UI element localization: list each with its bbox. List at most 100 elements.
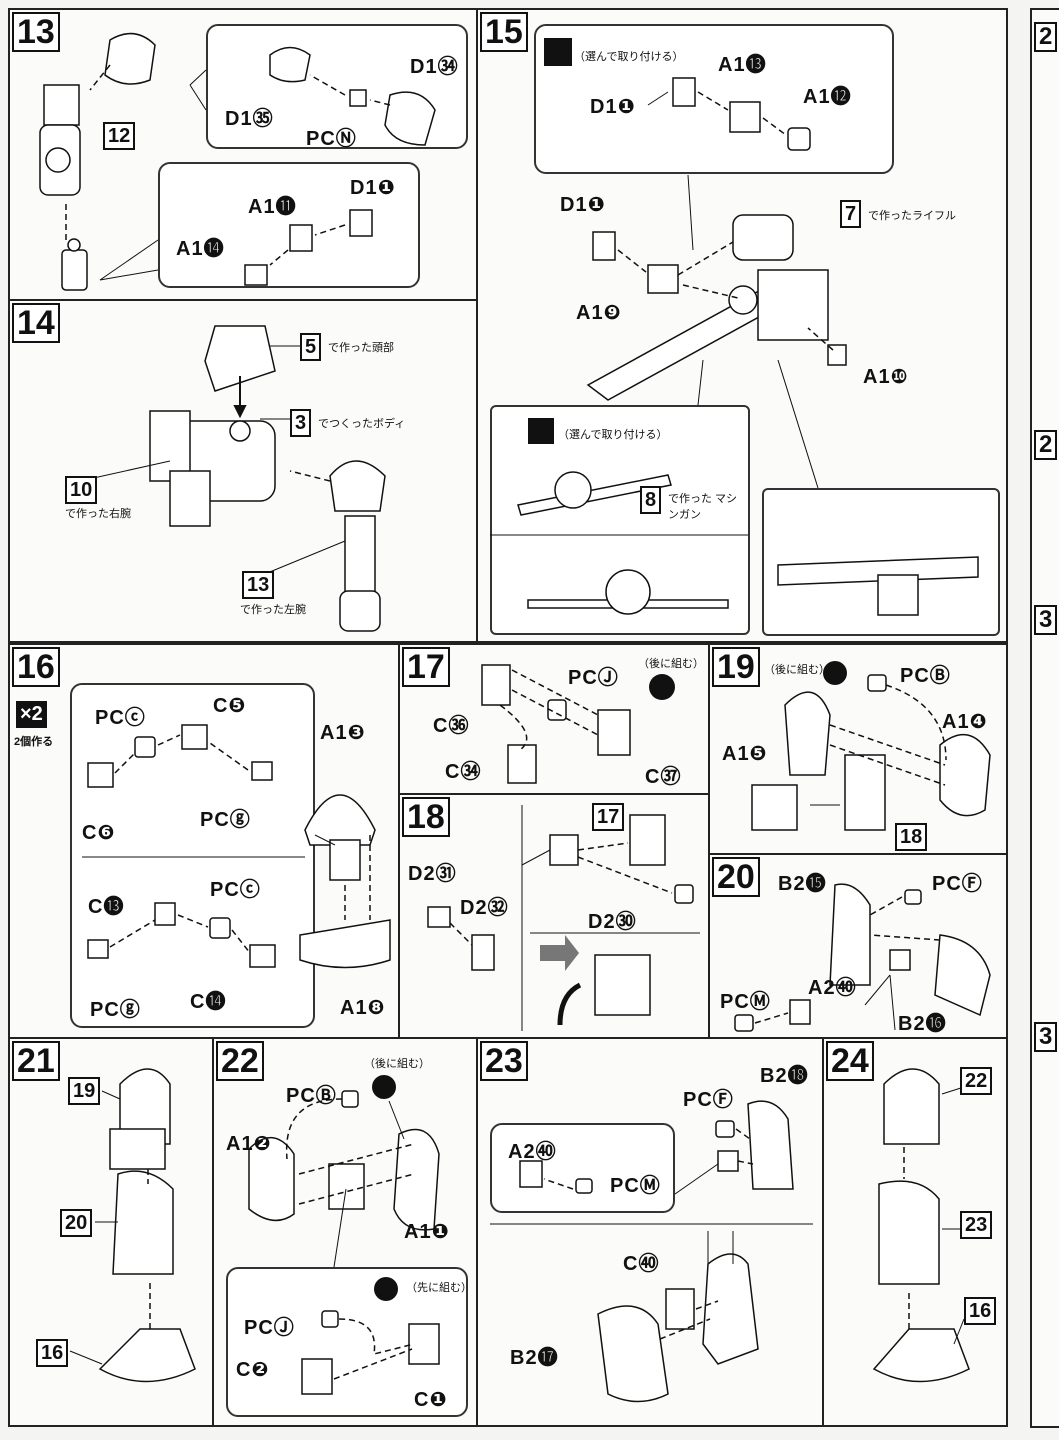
ref-step-7: 7: [840, 200, 862, 228]
label-a1-12: A1⓬: [803, 86, 852, 108]
label-pc-c-a: PCⓒ: [95, 707, 146, 729]
label-pc-b: PCⒷ: [900, 665, 951, 687]
choose-attach-note-2: （選んで取り付ける）: [558, 429, 668, 441]
ref-step-16: 16: [964, 1297, 997, 1325]
choose-attach-note: （選んで取り付ける）: [574, 51, 684, 63]
ref-step-16: 16: [36, 1339, 69, 1367]
ref-step-20: 20: [60, 1209, 93, 1237]
label-pc-f: PCⒻ: [932, 873, 983, 895]
assembly-illustration: [79, 325, 386, 632]
step-number: 17: [402, 647, 450, 687]
step-number: 15: [480, 12, 528, 52]
detail-callout: [158, 162, 420, 288]
label-a1-4: A1❹: [942, 711, 988, 733]
label-a1-10: A1❿: [863, 366, 909, 388]
step-20-panel: 20 B2⓯ PCⒻ PCⓂ A2㊵ B2⓰: [708, 853, 1008, 1039]
label-a1-9: A1❾: [576, 302, 622, 324]
label-pc-g-b: PCⓖ: [90, 999, 141, 1021]
label-a1-8: A1❽: [340, 997, 386, 1019]
label-a1-1: A1❶: [404, 1221, 450, 1243]
step-number: 20: [712, 857, 760, 897]
step-number: 13: [12, 12, 60, 52]
assembly-illustration: [69, 1068, 196, 1383]
label-pc-j: PCⒿ: [568, 667, 619, 689]
label-b2-16: B2⓰: [898, 1013, 947, 1035]
ref-step-8: 8: [640, 486, 662, 514]
detail-callout: [534, 24, 894, 174]
step-24-panel: 24 22 23 16: [822, 1037, 1008, 1427]
label-pc-b: PCⒷ: [286, 1085, 337, 1107]
edge-step-number: 2: [1034, 22, 1058, 52]
assembly-illustration: [82, 724, 391, 969]
label-pc-m: PCⓂ: [720, 991, 771, 1013]
label-a1-2: A1❷: [226, 1133, 272, 1155]
label-d2-31: D2㉛: [408, 863, 457, 885]
ref-step-22: 22: [960, 1067, 993, 1095]
step-number: 19: [712, 647, 760, 687]
label-b2-18: B2⓲: [760, 1065, 809, 1087]
assemble-later-note: （後に組む）: [638, 658, 704, 670]
label-c6: C❻: [82, 822, 116, 844]
assemble-first-note: （先に組む）: [406, 1282, 472, 1294]
step-number: 24: [826, 1041, 874, 1081]
label-c1: C❶: [414, 1389, 448, 1411]
label-a2-40: A2㊵: [808, 977, 857, 999]
label-c14: C⓮: [190, 991, 227, 1013]
step-14-panel: 14: [8, 299, 478, 643]
label-d1-34: D1㉞: [410, 56, 459, 78]
assemble-later-note: （後に組む）: [764, 664, 830, 676]
ref-step-17: 17: [592, 803, 625, 831]
ref-step-13-text: で作った左腕: [240, 604, 306, 616]
assembly-illustration: [427, 805, 700, 1031]
ref-step-19: 19: [68, 1077, 101, 1105]
ref-step-10-text: で作った右腕: [65, 508, 131, 520]
step-number: 16: [12, 647, 60, 687]
step-number: 23: [480, 1041, 528, 1081]
step-number: 22: [216, 1041, 264, 1081]
ref-step-3: 3: [290, 409, 312, 437]
assembly-illustration: [872, 1068, 970, 1383]
edge-step-number: 2: [1034, 430, 1058, 460]
step-13-panel: 13: [8, 8, 478, 301]
label-d1-1: D1❶: [350, 177, 396, 199]
label-a1-11: A1⓫: [248, 196, 297, 218]
ref-step-5: 5: [300, 333, 322, 361]
label-a2-40: A2㊵: [508, 1141, 557, 1163]
step-16-panel: 16 ×2 2個作る: [8, 643, 400, 1039]
label-a1-13: A1⓭: [718, 54, 767, 76]
step-22-panel: 22 （後に組む） （先に組む）: [212, 1037, 478, 1427]
label-c40: C㊵: [623, 1253, 660, 1275]
ref-step-23: 23: [960, 1211, 993, 1239]
step-19-panel: 19 （後に組む） PCⒷ A1❺ A1❹ 18: [708, 643, 1008, 855]
step-23-panel: 23: [476, 1037, 824, 1427]
label-c36: C㊱: [433, 715, 470, 737]
assembly-illustration: [490, 38, 979, 616]
next-page-edge: 2 2 3 3: [1030, 8, 1059, 1428]
label-d1-1b: D1❶: [560, 194, 606, 216]
step-15-panel: 15: [476, 8, 1008, 643]
ref-step-5-text: で作った頭部: [328, 342, 394, 354]
label-d1-35: D1㉟: [225, 108, 274, 130]
label-pc-g-a: PCⓖ: [200, 809, 251, 831]
assembly-illustration: [751, 661, 991, 831]
step-number: 14: [12, 303, 60, 343]
label-pc-f: PCⒻ: [683, 1089, 734, 1111]
label-pc-m: PCⓂ: [610, 1175, 661, 1197]
ref-step-7-text: で作ったライフル: [868, 210, 956, 222]
label-c37: C㊲: [645, 766, 682, 788]
step-number: 21: [12, 1041, 60, 1081]
label-d2-30: D2㉚: [588, 911, 637, 933]
label-c34: C㉞: [445, 761, 482, 783]
step-18-panel: 18 D2㉛ D2㉜ D2㉚: [398, 793, 710, 1039]
label-b2-17: B2⓱: [510, 1347, 559, 1369]
assembly-illustration: [481, 664, 675, 784]
label-pc-j: PCⒿ: [244, 1317, 295, 1339]
ref-step-18: 18: [895, 823, 928, 851]
edge-step-number: 3: [1034, 1022, 1058, 1052]
label-d2-32: D2㉜: [460, 897, 509, 919]
ref-step-10: 10: [65, 476, 98, 504]
label-a1-14: A1⓮: [176, 238, 225, 260]
assembly-illustration: [490, 1100, 813, 1403]
label-c2: C❷: [236, 1359, 270, 1381]
